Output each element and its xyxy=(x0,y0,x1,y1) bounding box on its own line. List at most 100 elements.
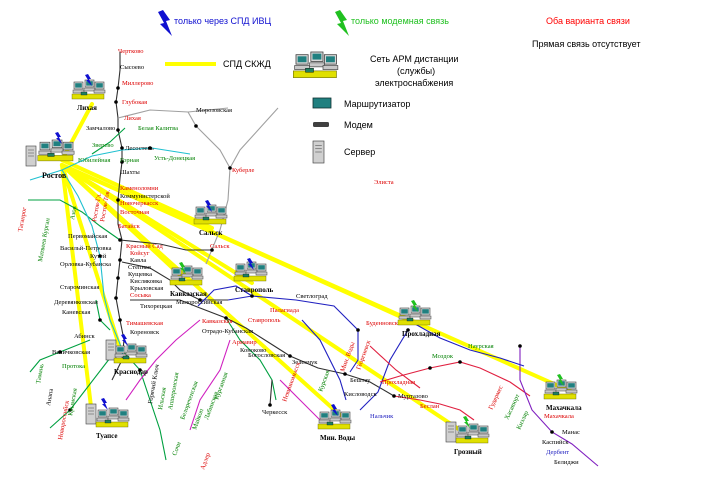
modem-bolt-icon xyxy=(335,10,349,36)
station-label: Светлоград xyxy=(296,293,328,300)
station-label: Анапа xyxy=(45,388,55,406)
station-labels: Чертково Сысоево Миллерово Глубокая Лиха… xyxy=(17,48,580,471)
station-label: Куберле xyxy=(232,167,255,174)
station-label: Курская xyxy=(317,369,331,392)
station-label: Нальчик xyxy=(370,413,394,420)
station-label: Белая Калитва xyxy=(138,125,178,132)
station-label: Протока xyxy=(62,363,85,370)
node-tuapse[interactable]: Туапсе xyxy=(85,403,129,440)
server-icon xyxy=(312,140,325,164)
station-label: Каспийск xyxy=(542,439,569,446)
node-groznyy-label: Грозный xyxy=(454,448,482,456)
node-likhaya-label: Лихая xyxy=(77,104,97,112)
legend-modem-only: только модемная связь xyxy=(351,16,449,26)
station-label: Деревянковская xyxy=(54,299,98,306)
node-salsk[interactable]: Сальск xyxy=(194,205,227,237)
station-label: Усть-Донецкая xyxy=(154,155,195,162)
node-makhachkala[interactable]: Махачкала xyxy=(544,380,582,412)
legend-spd: СПД СКЖД xyxy=(223,59,271,69)
station-label: Лесостепь xyxy=(125,145,154,152)
node-rostov[interactable]: Ростов xyxy=(25,140,74,180)
legend-server: Сервер xyxy=(344,147,375,157)
station-label: Замчалово xyxy=(86,125,115,132)
station-label: Махачкала xyxy=(544,413,574,420)
node-kavkazskaya-label: Кавказская xyxy=(170,290,207,298)
station-label: Сосыка xyxy=(130,292,151,299)
node-prokhladnaya-label: Прохладная xyxy=(402,330,441,338)
node-min-vody[interactable]: Мин. Воды xyxy=(318,410,356,442)
station-label: Прохладная xyxy=(382,379,415,386)
link-bolt-icons xyxy=(55,74,564,428)
station-label: Зеленчук xyxy=(292,359,318,366)
node-stavropol[interactable]: Ставрополь xyxy=(234,262,274,294)
station-dots xyxy=(58,86,554,434)
station-label: Коммунистерской xyxy=(120,193,170,200)
node-stavropol-label: Ставрополь xyxy=(235,286,274,294)
station-label: Каменоломни xyxy=(120,185,159,192)
node-salsk-label: Сальск xyxy=(199,229,223,237)
legend-arm-3: электроснабжения xyxy=(375,78,453,88)
legend-both: Оба варианта связи xyxy=(546,16,630,26)
station-label: Сочи xyxy=(171,440,183,456)
station-label: Палагиада xyxy=(270,307,299,314)
spd-lines xyxy=(60,102,574,432)
legend-ivc-only: только через СПД ИВЦ xyxy=(174,16,271,26)
station-label: Ильская xyxy=(157,387,168,411)
station-label: Абинск xyxy=(74,333,96,340)
station-label: Крыловская xyxy=(130,285,163,292)
station-label: Матвеев Курган xyxy=(37,217,52,262)
station-label: Морозовская xyxy=(196,107,232,114)
station-label: Моздок xyxy=(432,353,454,360)
station-label: Чертково xyxy=(118,48,143,55)
station-label: Наурская xyxy=(468,343,494,350)
node-kavkazskaya[interactable]: Кавказская xyxy=(170,266,207,298)
station-label: Адлер xyxy=(199,452,212,471)
station-label: Малороссийская xyxy=(176,299,222,306)
station-label: Белиджи xyxy=(554,459,579,466)
station-label: Крымская xyxy=(67,388,79,417)
node-likhaya[interactable]: Лихая xyxy=(72,80,105,112)
station-label: Кисляковка xyxy=(130,278,162,285)
station-label: Кавла xyxy=(130,257,146,264)
station-label: Буденновск xyxy=(366,320,399,327)
station-label: Каневская xyxy=(62,309,90,316)
legend-arm-1: Сеть АРМ дистанции xyxy=(370,54,458,64)
station-label: Сысоево xyxy=(120,64,144,71)
station-label: Армавир xyxy=(232,339,257,346)
node-tuapse-label: Туапсе xyxy=(96,432,117,440)
node-makhachkala-label: Махачкала xyxy=(546,404,582,412)
station-label: Кавказская xyxy=(202,318,233,325)
legend-direct-none: Прямая связь отсутствует xyxy=(532,39,640,49)
station-label: Восточная xyxy=(120,209,149,216)
station-label: Черкесск xyxy=(262,409,288,416)
station-label: Первомайская xyxy=(68,233,107,240)
station-label: Беслан xyxy=(420,403,440,410)
station-label: Сальск xyxy=(210,243,230,250)
station-label: Новочеркасск xyxy=(120,200,159,207)
station-label: Кисловодск xyxy=(344,391,377,398)
station-label: Глубокая xyxy=(122,99,147,106)
node-krasnodar[interactable]: Краснодар xyxy=(105,339,148,376)
station-label: Миллерово xyxy=(122,80,153,87)
station-label: Шахты xyxy=(120,169,140,176)
station-label: Кутей xyxy=(90,253,107,260)
station-label: Элиста xyxy=(374,179,394,186)
station-label: Юбилейная xyxy=(78,157,110,164)
modem-icon xyxy=(313,122,329,127)
station-label: Отрадо-Кубанская xyxy=(202,328,253,335)
ivc-bolt-icon xyxy=(158,10,172,36)
legend-router: Маршрутизатор xyxy=(344,99,410,109)
station-label: Тамань xyxy=(35,363,45,384)
station-label: Горная xyxy=(120,157,139,164)
station-label: Манас xyxy=(562,429,580,436)
legend-arm-2: (службы) xyxy=(397,66,435,76)
station-label: Коноково xyxy=(240,347,266,354)
station-label: Тимашевская xyxy=(126,320,163,327)
station-label: Апшеронская xyxy=(167,372,180,411)
station-label: Тихорецкая xyxy=(140,303,172,310)
node-prokhladnaya[interactable]: Прохладная xyxy=(398,306,441,338)
legend: только через СПД ИВЦ только модемная свя… xyxy=(158,10,640,164)
node-groznyy[interactable]: Грозный xyxy=(445,421,489,456)
station-label: Васильй-Петровка xyxy=(60,245,112,252)
